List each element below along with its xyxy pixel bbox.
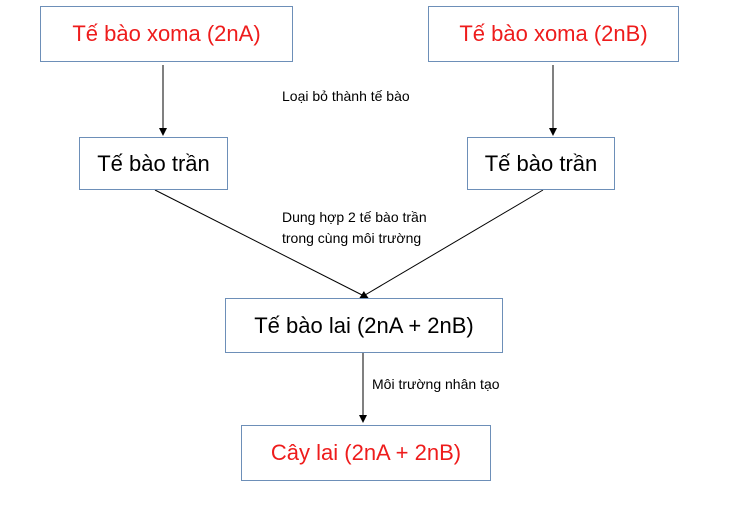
hybrid-cell-box: Tế bào lai (2nA + 2nB) <box>225 298 503 353</box>
naked-cell-a-text: Tế bào trần <box>97 150 210 176</box>
arrow-naked-b-to-hybrid <box>359 189 544 299</box>
fusion-label-line2: trong cùng môi trường <box>282 230 422 246</box>
culture-medium-label: Môi trường nhân tạo <box>372 376 500 392</box>
soma-cell-a-box: Tế bào xoma (2nA) <box>40 6 293 62</box>
naked-cell-b-box: Tế bào trần <box>467 137 615 190</box>
soma-cell-b-box: Tế bào xoma (2nB) <box>428 6 679 62</box>
soma-cell-b-text: Tế bào xoma (2nB) <box>459 21 648 46</box>
soma-cell-a-text: Tế bào xoma (2nA) <box>72 21 261 46</box>
naked-cell-a-box: Tế bào trần <box>79 137 228 190</box>
hybrid-cell-text: Tế bào lai (2nA + 2nB) <box>254 312 474 338</box>
fusion-label-line1: Dung hợp 2 tế bào trần <box>282 209 427 225</box>
hybrid-plant-box: Cây lai (2nA + 2nB) <box>241 425 491 481</box>
arrow-naked-a-to-hybrid <box>154 189 369 299</box>
naked-cell-b-text: Tế bào trần <box>484 150 598 176</box>
hybrid-plant-text: Cây lai (2nA + 2nB) <box>270 440 462 465</box>
remove-wall-label: Loại bỏ thành tế bào <box>282 88 410 104</box>
